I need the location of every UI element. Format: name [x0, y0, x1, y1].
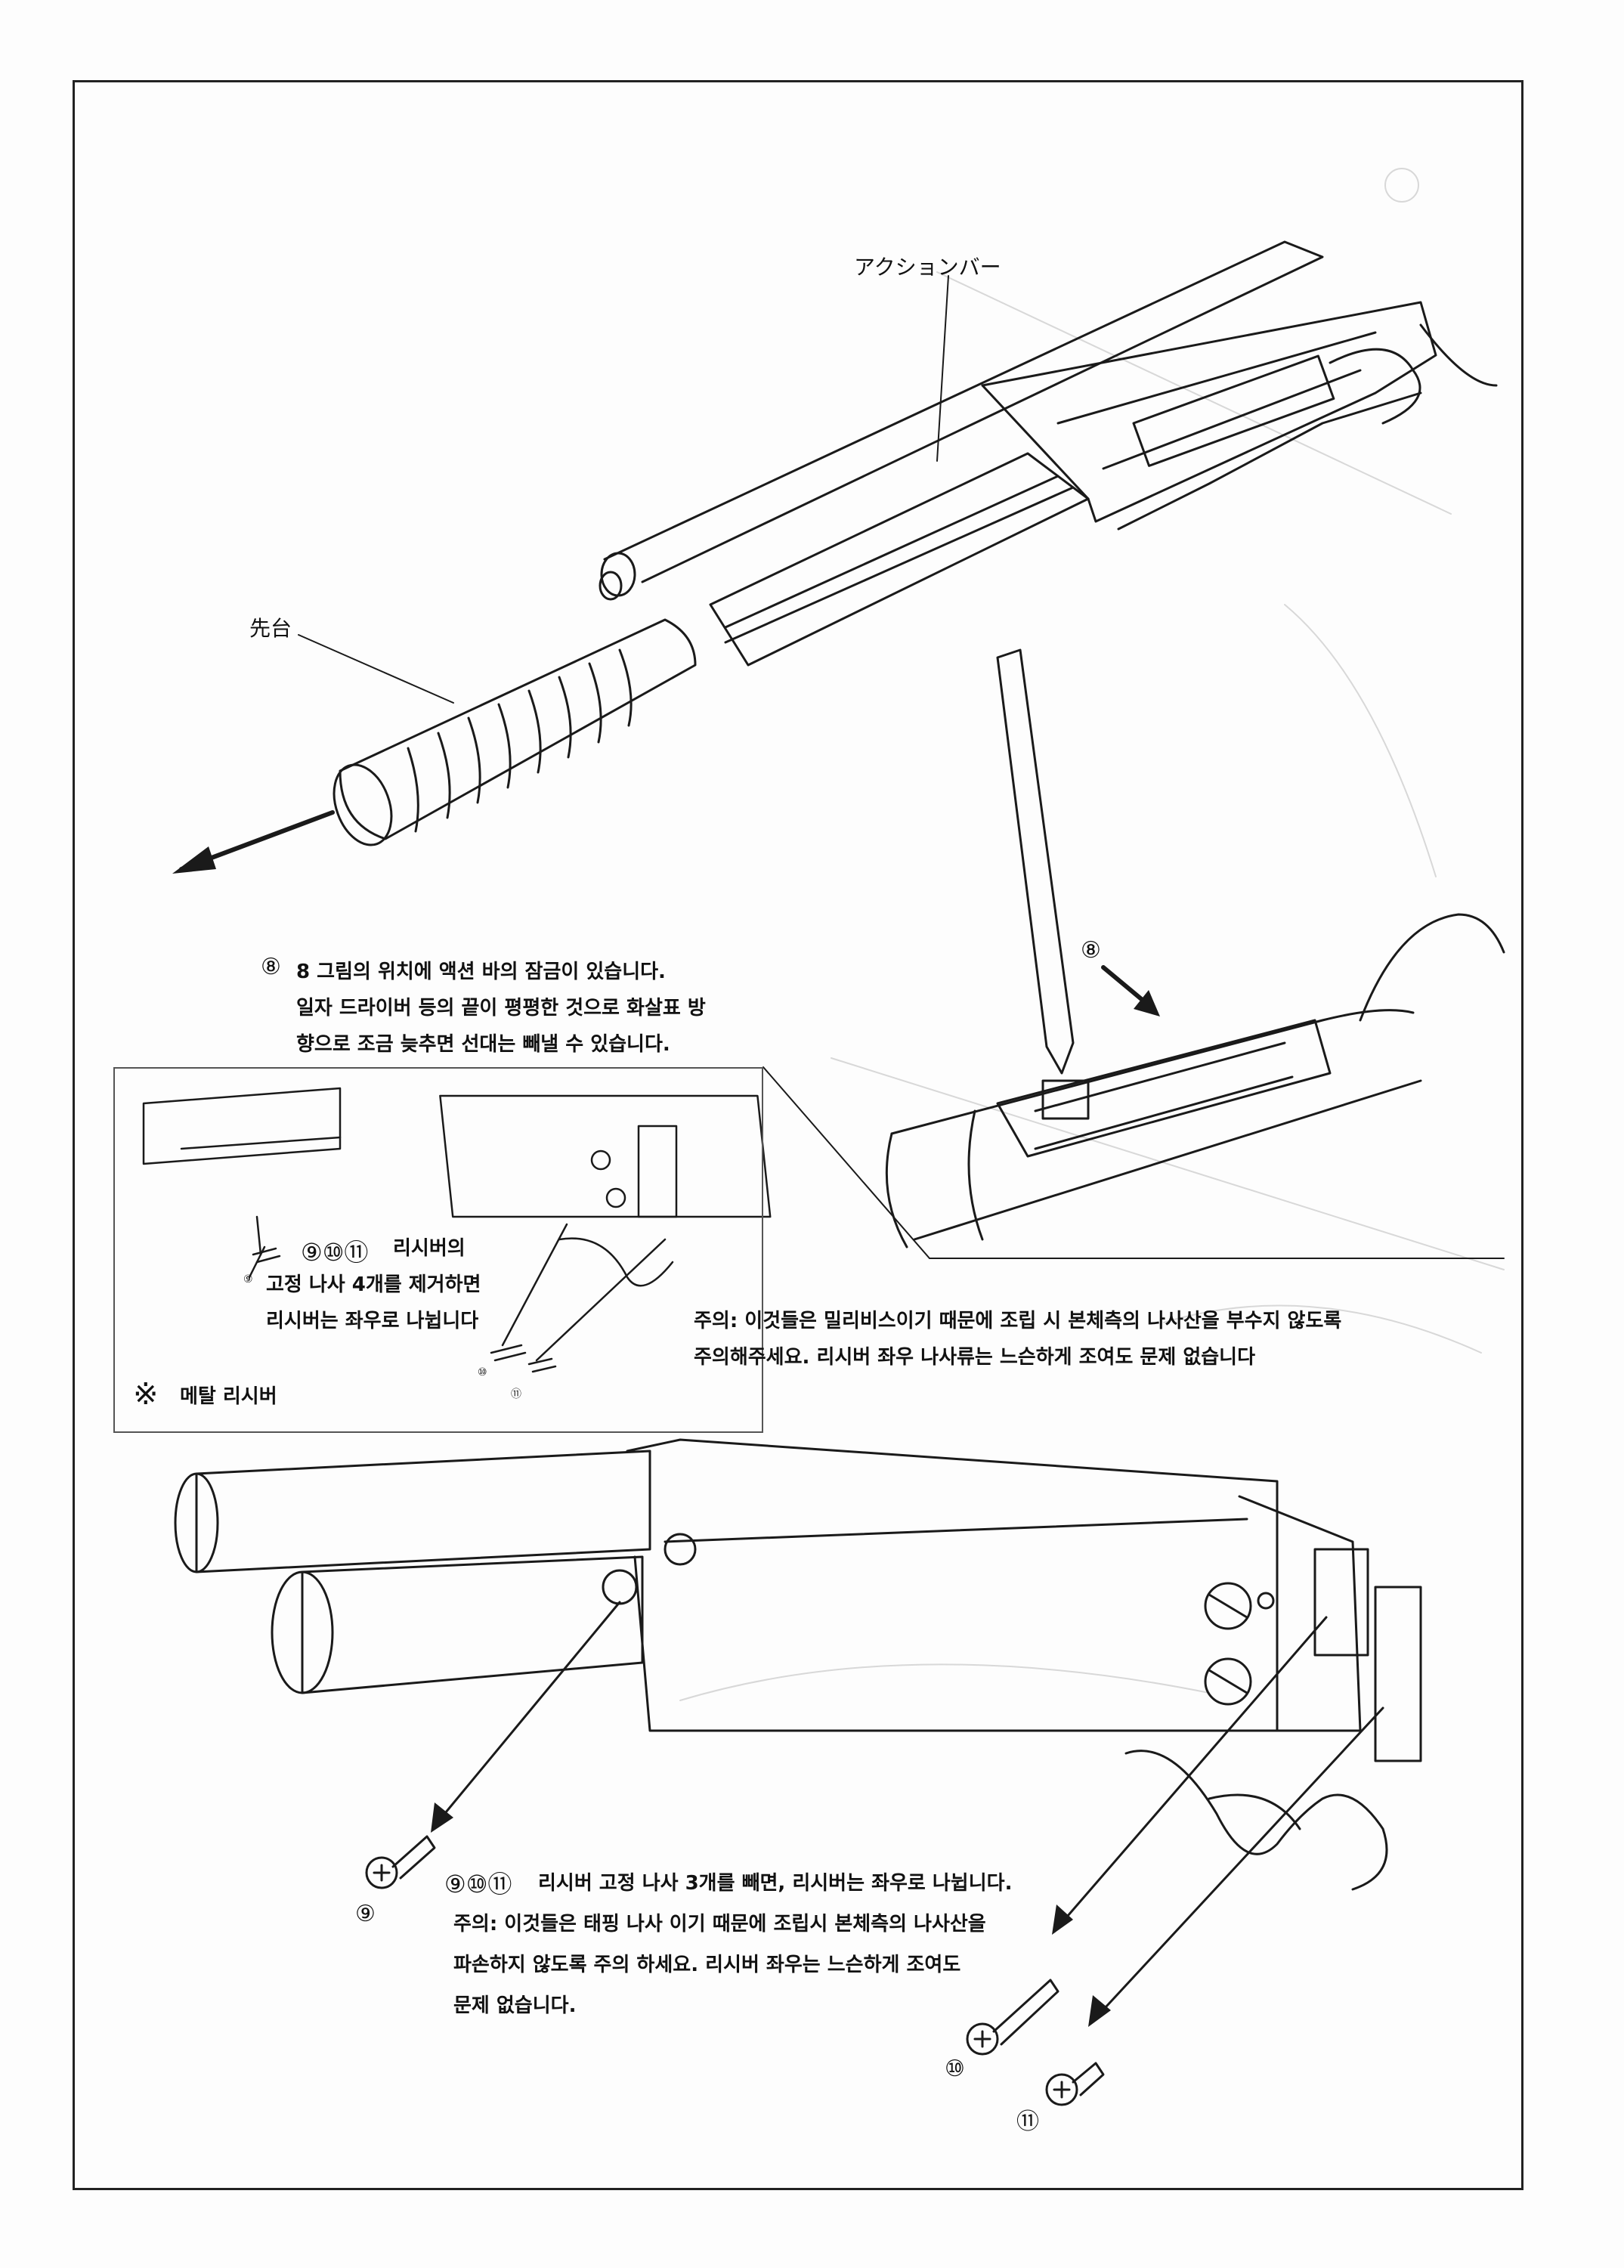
screw-arrowhead-10 — [1052, 1904, 1073, 1935]
screw-arrowhead-9 — [431, 1802, 453, 1833]
main-step-line3: 파손하지 않도록 주의 하세요. 리시버 좌우는 느슨하게 조여도 — [453, 1954, 961, 1976]
inset-note-mark: ※ — [133, 1377, 159, 1412]
inset-line1: 리시버의 — [393, 1237, 466, 1260]
inset-connector — [763, 1066, 930, 1259]
screw-arrowhead-11 — [1088, 1995, 1111, 2027]
inset-step-markers: ⑨⑩⑪ — [301, 1238, 369, 1267]
main-step-line4: 문제 없습니다. — [453, 1994, 577, 2017]
page-frame — [73, 80, 1523, 2190]
detail-marker: ⑧ — [1081, 937, 1101, 964]
detail-direction-arrow — [1101, 965, 1151, 1007]
screw-9 — [365, 1835, 436, 1889]
step8-marker: ⑧ — [261, 954, 281, 980]
screw-11 — [1045, 2062, 1105, 2106]
screw-number-10: ⑩ — [945, 2056, 965, 2082]
step8-line2: 일자 드라이버 등의 끝이 평평한 것으로 화살표 방 — [296, 997, 706, 1020]
top-barrel-assembly — [599, 240, 1498, 667]
fore-end-label: 先台 — [249, 616, 292, 641]
fore-end-leader — [298, 634, 454, 704]
inset-screw-number-10: ⑩ — [478, 1366, 487, 1378]
inset-screw-number-11: ⑪ — [511, 1388, 521, 1400]
pull-arrowhead — [172, 846, 216, 874]
detail-arrowhead — [1134, 990, 1160, 1016]
metal-caution-line1: 주의: 이것들은 밀리비스이기 때문에 조립 시 본체측의 나사산을 부수지 않… — [694, 1310, 1342, 1332]
bleed-through-ghost — [679, 168, 1505, 1701]
metal-receiver-inset — [113, 1067, 763, 1433]
screw-number-9: ⑨ — [355, 1901, 376, 1927]
inset-screw-number-9: ⑨ — [243, 1273, 253, 1286]
inset-line3: 리시버는 좌우로 나뉩니다 — [266, 1310, 479, 1332]
main-step-line2: 주의: 이것들은 태핑 나사 이기 때문에 조립시 본체측의 나사산을 — [453, 1913, 986, 1935]
screw-number-11: ⑪ — [1016, 2109, 1039, 2135]
screw-10 — [966, 1979, 1059, 2056]
screwdriver-detail — [885, 648, 1505, 1248]
step8-line3: 향으로 조금 늦추면 선대는 빼낼 수 있습니다. — [296, 1033, 670, 1056]
inset-note-label: 메탈 리시버 — [180, 1385, 277, 1408]
main-screw-arrows — [437, 1601, 1384, 2019]
inset-line2: 고정 나사 4개를 제거하면 — [266, 1273, 481, 1296]
main-step-markers: ⑨⑩⑪ — [444, 1870, 512, 1898]
main-step-line1: 리시버 고정 나사 3개를 빼면, 리시버는 좌우로 나뉩니다. — [538, 1872, 1013, 1895]
action-bar-leader — [936, 275, 949, 462]
action-bar-label: アクションバー — [854, 255, 1001, 280]
step8-line1: 8 그림의 위치에 액션 바의 잠금이 있습니다. — [296, 961, 666, 983]
metal-caution-line2: 주의해주세요. 리시버 좌우 나사류는 느슨하게 조여도 문제 없습니다 — [694, 1346, 1256, 1369]
inset-receiver-drawing — [142, 1087, 772, 1373]
fore-end-ribbed — [333, 618, 697, 846]
main-receiver-drawing — [174, 1438, 1422, 1891]
